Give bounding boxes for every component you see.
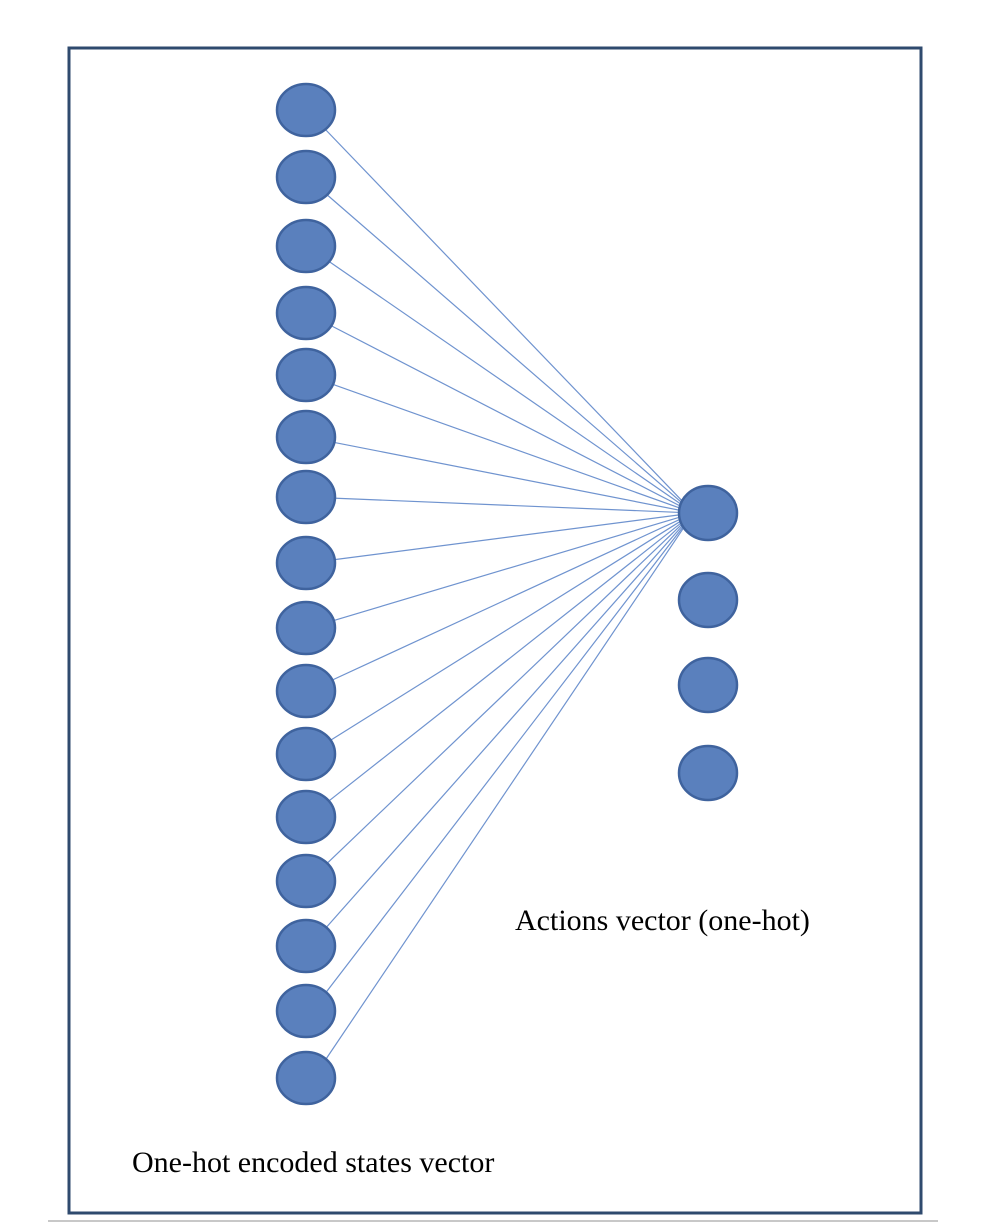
input-node — [275, 409, 337, 465]
input-node — [275, 82, 337, 138]
connection-line — [323, 191, 687, 507]
input-node — [275, 853, 337, 909]
input-layer-caption: One-hot encoded states vector — [132, 1146, 494, 1179]
diagram-frame — [67, 46, 923, 1215]
connection-line — [323, 321, 687, 510]
connection-line — [323, 380, 687, 511]
output-node — [677, 744, 739, 802]
output-layer-caption: Actions vector (one-hot) — [515, 904, 810, 937]
input-node — [275, 218, 337, 274]
output-node — [677, 484, 739, 542]
input-node — [275, 600, 337, 656]
connection-line — [323, 127, 687, 506]
input-node — [275, 789, 337, 845]
input-node — [275, 535, 337, 591]
input-node — [275, 469, 337, 525]
output-node — [677, 656, 739, 714]
connection-line — [323, 517, 687, 745]
input-node — [275, 285, 337, 341]
connection-lines — [323, 127, 687, 1063]
output-layer — [677, 484, 739, 802]
input-node — [275, 983, 337, 1039]
connection-line — [323, 497, 687, 514]
input-node — [275, 663, 337, 719]
input-node — [275, 347, 337, 403]
connection-line — [323, 518, 687, 806]
connection-line — [323, 516, 687, 685]
connection-line — [323, 257, 687, 509]
output-node — [677, 571, 739, 629]
connection-line — [323, 523, 687, 1063]
connection-line — [323, 513, 687, 562]
connection-line — [323, 522, 687, 996]
connection-line — [323, 514, 687, 624]
connection-line — [323, 519, 687, 867]
connection-line — [323, 439, 687, 513]
input-node — [275, 1050, 337, 1106]
input-node — [275, 918, 337, 974]
input-node — [275, 726, 337, 782]
input-node — [275, 149, 337, 205]
input-layer — [275, 82, 337, 1106]
connection-line — [323, 521, 687, 931]
